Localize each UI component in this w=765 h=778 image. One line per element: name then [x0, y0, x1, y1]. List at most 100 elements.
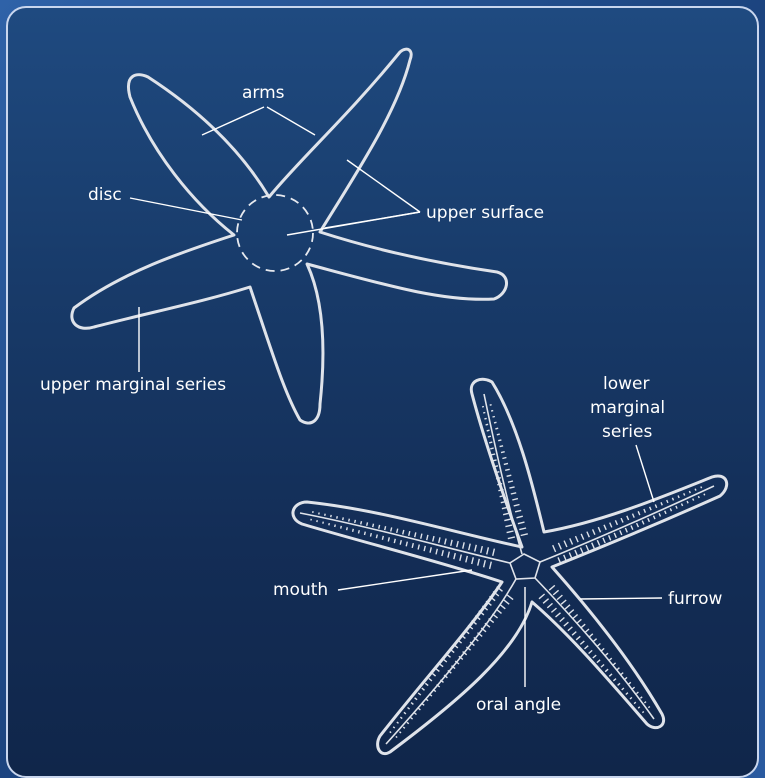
upper-starfish-outline: [72, 49, 507, 423]
tube-foot: [496, 609, 501, 613]
tube-foot: [613, 679, 616, 681]
label-upper-surface: upper surface: [426, 203, 544, 223]
tube-foot: [573, 615, 578, 619]
tube-foot: [629, 682, 631, 684]
tube-foot: [430, 547, 431, 552]
tube-foot: [593, 529, 595, 534]
tube-foot: [561, 600, 566, 604]
starfish-diagram: arms disc upper surface upper marginal s…: [8, 8, 759, 778]
tube-foot: [457, 541, 459, 547]
tube-foot: [505, 525, 512, 527]
tube-foot: [373, 524, 374, 528]
tube-foot: [518, 522, 525, 524]
tube-foot: [466, 556, 468, 563]
tube-foot: [382, 536, 383, 540]
tube-foot: [503, 513, 509, 515]
tube-foot: [388, 537, 389, 541]
tube-foot: [581, 624, 585, 628]
tube-foot: [698, 496, 699, 498]
tube-foot: [589, 634, 593, 637]
tube-foot: [463, 542, 465, 548]
leader-disc: [130, 198, 242, 220]
label-lower-marginal-line1: lower: [603, 374, 649, 394]
tube-foot: [601, 665, 604, 668]
tube-foot: [482, 407, 484, 408]
label-disc: disc: [88, 185, 122, 205]
tube-foot: [644, 509, 646, 513]
leader-arms-left: [202, 107, 264, 135]
tube-foot: [486, 424, 489, 425]
tube-foot: [684, 493, 685, 495]
leader-upper-surface-a: [347, 160, 420, 212]
tube-foot: [665, 511, 666, 514]
label-lower-marginal-line3: series: [602, 422, 652, 442]
tube-foot: [654, 516, 656, 519]
tube-foot: [341, 526, 342, 529]
tube-foot: [644, 702, 646, 703]
tube-foot: [494, 422, 497, 423]
tube-foot: [445, 539, 446, 545]
tube-foot: [469, 544, 471, 551]
tube-foot: [512, 499, 518, 500]
tube-foot: [659, 513, 660, 516]
tube-foot: [585, 646, 589, 649]
tube-foot: [601, 648, 604, 651]
tube-foot: [630, 697, 632, 699]
tube-foot: [547, 603, 552, 608]
tube-foot: [682, 504, 683, 506]
tube-foot: [319, 513, 320, 515]
tube-foot: [642, 712, 643, 713]
leader-furrow: [580, 598, 662, 599]
tube-foot: [517, 516, 523, 518]
tube-foot: [631, 526, 633, 530]
tube-foot: [593, 655, 596, 658]
tube-foot: [610, 523, 612, 528]
label-upper-marginal-series: upper marginal series: [40, 375, 226, 395]
tube-foot: [558, 543, 561, 550]
diagram-frame: arms disc upper surface upper marginal s…: [6, 6, 759, 778]
tube-foot: [400, 540, 401, 545]
tube-foot: [425, 683, 428, 685]
tube-foot: [577, 619, 581, 623]
tube-foot: [575, 550, 578, 556]
tube-foot: [569, 610, 574, 614]
tube-foot: [436, 549, 437, 555]
tube-foot: [397, 722, 399, 723]
tube-foot: [426, 699, 429, 701]
tube-foot: [622, 688, 624, 690]
tube-foot: [411, 718, 413, 720]
tube-foot: [687, 501, 688, 503]
tube-foot: [491, 454, 495, 455]
tube-foot: [586, 545, 589, 551]
tube-foot: [614, 533, 616, 538]
tube-foot: [557, 595, 562, 600]
tube-foot: [589, 650, 593, 653]
tube-foot: [507, 531, 514, 533]
tube-foot: [433, 536, 434, 541]
tube-foot: [447, 654, 451, 657]
tube-foot: [621, 518, 623, 522]
tube-foot: [637, 523, 639, 527]
tube-foot: [335, 525, 336, 528]
tube-foot: [615, 520, 617, 525]
tube-foot: [553, 545, 556, 552]
tube-foot: [568, 627, 573, 631]
tube-foot: [418, 545, 419, 550]
tube-foot: [593, 639, 597, 642]
tube-foot: [481, 546, 483, 553]
tube-foot: [487, 547, 489, 554]
tube-foot: [414, 713, 416, 715]
tube-foot: [626, 693, 628, 695]
tube-foot: [511, 493, 516, 494]
tube-foot: [329, 523, 330, 525]
tube-foot: [689, 491, 690, 493]
tube-foot: [564, 622, 569, 626]
tube-foot: [655, 505, 656, 508]
tube-foot: [661, 502, 662, 505]
tube-foot: [448, 552, 449, 558]
tube-foot: [397, 529, 398, 533]
tube-foot: [422, 703, 424, 705]
tube-foot: [514, 505, 520, 506]
tube-foot: [515, 510, 521, 511]
leader-upper-surface-c: [287, 212, 420, 235]
